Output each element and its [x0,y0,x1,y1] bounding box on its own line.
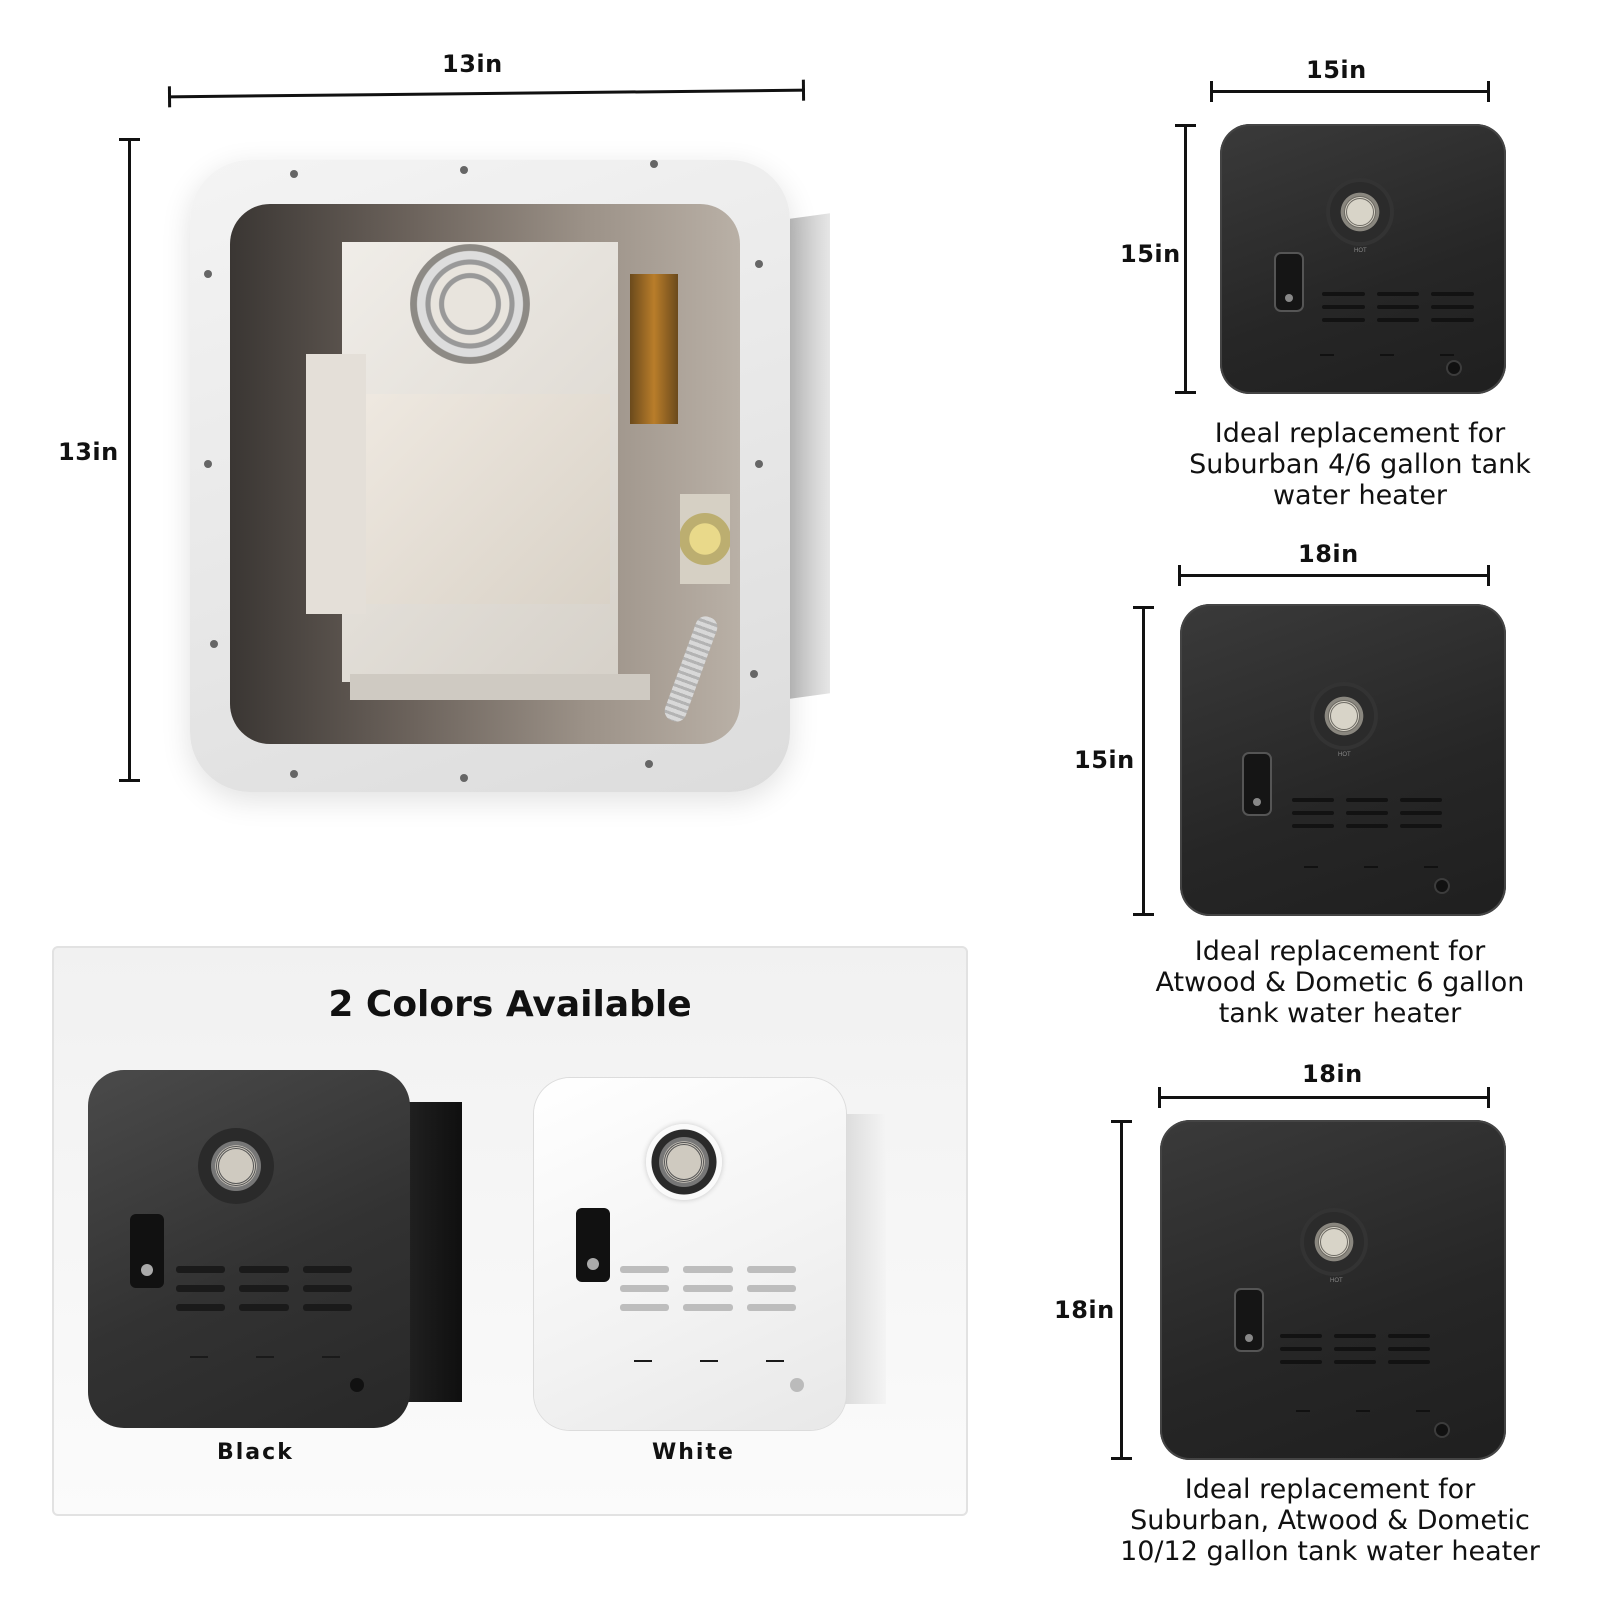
door2-height-label: 15in [1074,746,1135,774]
door1-width-label: 15in [1306,56,1367,84]
main-unit-height-label: 13in [58,438,119,466]
door-latch-icon [130,1214,164,1288]
door3-height-label: 18in [1054,1296,1115,1324]
door3-caption-line-3: 10/12 gallon tank water heater [1120,1536,1540,1567]
door3-caption: Ideal replacement for Suburban, Atwood &… [1110,1474,1550,1567]
left-bracket [306,354,366,614]
door3-width-line [1158,1087,1490,1108]
door2-hot-badge: HOT [1338,752,1351,758]
door3-hot-badge: HOT [1330,1278,1343,1284]
vent-slots-icon [176,1266,352,1311]
main-unit-width-line [168,88,805,99]
door2-caption-line-1: Ideal replacement for [1194,936,1486,967]
door1-caption-line-2: Suburban 4/6 gallon tank [1189,449,1531,480]
unit-mounting-frame [190,160,790,792]
door3-caption-line-2: Suburban, Atwood & Dometic [1130,1505,1530,1536]
vent-slots-icon [1280,1334,1430,1364]
fan-grill-icon [1330,182,1390,242]
door1-hot-badge: HOT [1354,248,1367,254]
black-door [88,1070,410,1428]
door2-caption-line-3: tank water heater [1218,998,1462,1029]
black-door-knob [350,1378,364,1392]
door3-black-panel: HOT [1160,1120,1506,1460]
door2-height-line [1133,606,1154,916]
white-door-marks [634,1360,784,1362]
fan-grill-icon [1304,1212,1364,1272]
colors-title: 2 Colors Available [328,984,692,1025]
door-latch-icon [1276,254,1302,310]
door2-width-line [1178,565,1490,586]
door2-marks [1304,866,1438,868]
fan-grill-icon [1314,686,1374,746]
door3-width-label: 18in [1302,1060,1363,1088]
color-label-black: Black [217,1440,294,1465]
door1-width-line [1210,81,1490,102]
door1-knob [1448,362,1460,374]
door3-height-line [1111,1120,1132,1460]
door1-height-label: 15in [1120,240,1181,268]
fan-grill-icon [646,1124,722,1200]
black-unit-housing [402,1102,462,1402]
copper-pipes [630,274,678,424]
main-unit-height-line [119,138,140,782]
door1-height-line [1175,124,1196,394]
unit-side-housing [790,213,830,699]
door1-marks [1320,354,1454,356]
vent-slots-icon [1322,292,1474,322]
fan-grill-icon [410,244,530,364]
heat-exchanger-cover [350,394,610,604]
door-latch-icon [1244,754,1270,814]
white-door [534,1078,846,1430]
color-label-white: White [652,1440,735,1465]
flex-hose [661,613,721,725]
gas-valve [680,494,730,584]
door2-knob [1436,880,1448,892]
door-latch-icon [1236,1290,1262,1350]
black-door-marks [190,1356,340,1358]
door2-black-panel: HOT [1180,604,1506,916]
colors-available-panel: 2 Colors Available Black White [52,946,968,1516]
unit-interior [230,204,740,744]
white-door-knob [790,1378,804,1392]
door1-caption-line-3: water heater [1272,480,1448,511]
door3-knob [1436,1424,1448,1436]
door2-caption: Ideal replacement for Atwood & Dometic 6… [1130,936,1550,1029]
door3-caption-line-1: Ideal replacement for [1184,1474,1476,1505]
base-rail [350,674,650,700]
vent-slots-icon [620,1266,796,1311]
main-unit-width-label: 13in [442,50,503,78]
door2-width-label: 18in [1298,540,1359,568]
door1-caption-line-1: Ideal replacement for [1214,418,1506,449]
door-latch-icon [576,1208,610,1282]
door1-black-panel: HOT [1220,124,1506,394]
door2-caption-line-2: Atwood & Dometic 6 gallon [1155,967,1525,998]
door1-caption: Ideal replacement for Suburban 4/6 gallo… [1150,418,1570,511]
vent-slots-icon [1292,798,1442,828]
door3-marks [1296,1410,1430,1412]
fan-grill-icon [198,1128,274,1204]
